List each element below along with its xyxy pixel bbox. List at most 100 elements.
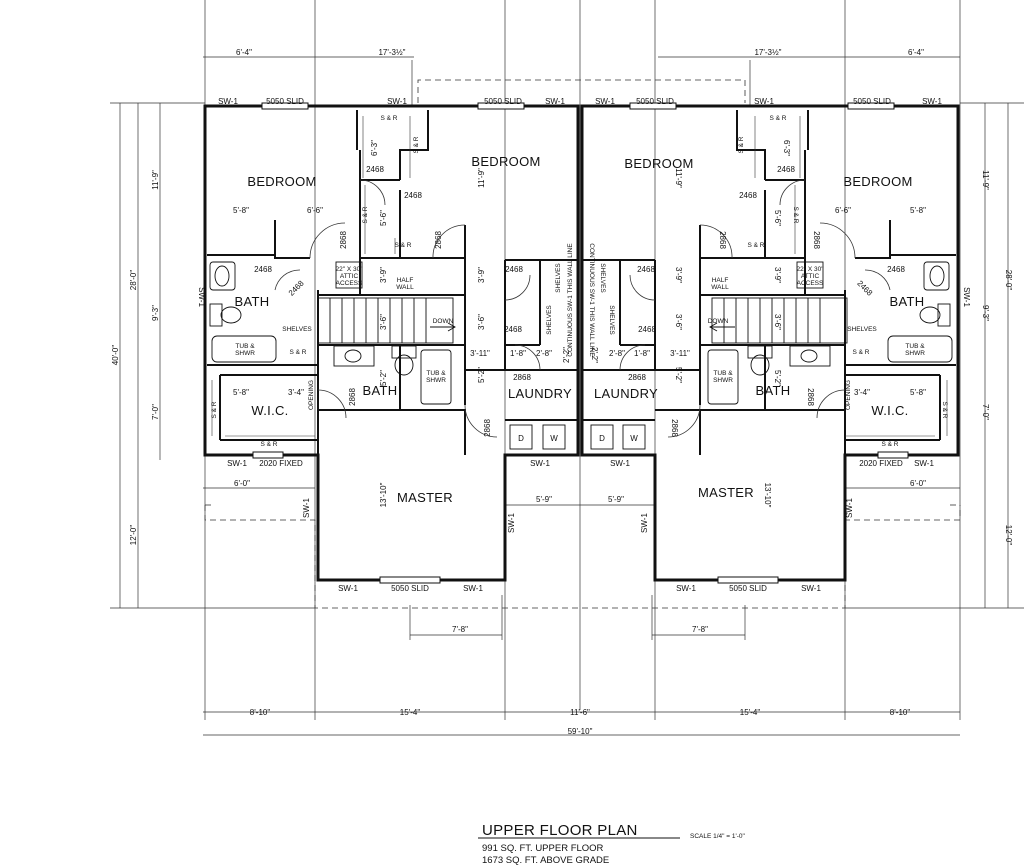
plan-scale: SCALE 1/4" = 1'-0"	[690, 833, 746, 840]
svg-text:S & R: S & R	[362, 206, 369, 223]
svg-text:5'-9": 5'-9"	[608, 495, 624, 504]
svg-text:3'-6": 3'-6"	[477, 314, 486, 330]
svg-text:5'-2": 5'-2"	[477, 367, 486, 383]
dimension-labels: 6'-4" 17'-3½" 17'-3½" 6'-4" 5'-8" 6'-6" …	[111, 48, 1013, 736]
svg-text:S & R: S & R	[381, 115, 398, 122]
svg-text:5'-8": 5'-8"	[233, 206, 249, 215]
svg-text:6'-3": 6'-3"	[370, 140, 379, 156]
svg-text:2868: 2868	[339, 231, 348, 249]
annotations: SW-1 5050 SLID SW-1 5050 SLID SW-1 SW-1 …	[197, 97, 971, 593]
svg-text:2468: 2468	[739, 191, 757, 200]
room-bedroom-3: BEDROOM	[624, 156, 693, 171]
svg-text:OPENING: OPENING	[845, 380, 852, 410]
svg-text:5'-6": 5'-6"	[773, 210, 782, 226]
svg-text:SHELVES: SHELVES	[282, 326, 312, 333]
svg-text:11'-9": 11'-9"	[981, 170, 990, 190]
svg-text:ACCESS: ACCESS	[797, 280, 824, 287]
svg-text:11'-9": 11'-9"	[674, 168, 683, 188]
svg-text:SW-1: SW-1	[463, 584, 483, 593]
interior-walls	[207, 110, 956, 455]
svg-text:7'-8": 7'-8"	[692, 625, 708, 634]
svg-text:15'-4": 15'-4"	[740, 708, 761, 717]
svg-text:5'-2": 5'-2"	[379, 370, 388, 386]
svg-text:SHWR: SHWR	[713, 377, 733, 384]
svg-text:2868: 2868	[670, 419, 679, 437]
svg-text:6'-6": 6'-6"	[307, 206, 323, 215]
svg-text:S & R: S & R	[413, 136, 420, 153]
room-wic-2: W.I.C.	[871, 403, 908, 418]
roof-outline	[204, 79, 961, 609]
svg-text:SW-1: SW-1	[595, 97, 615, 106]
svg-text:13'-10": 13'-10"	[763, 483, 772, 508]
svg-text:3'-6": 3'-6"	[773, 314, 782, 330]
svg-text:SW-1: SW-1	[507, 513, 516, 533]
room-bath-4: BATH	[756, 383, 791, 398]
svg-text:3'-6": 3'-6"	[674, 314, 683, 330]
svg-text:SW-1: SW-1	[387, 97, 407, 106]
svg-text:S & R: S & R	[738, 136, 745, 153]
room-bedroom-1: BEDROOM	[247, 174, 316, 189]
svg-text:3'-11": 3'-11"	[470, 349, 490, 358]
svg-text:59'-10": 59'-10"	[568, 727, 593, 736]
svg-text:2468: 2468	[504, 325, 522, 334]
svg-text:6'-0": 6'-0"	[910, 479, 926, 488]
svg-text:5'-9": 5'-9"	[536, 495, 552, 504]
svg-text:2468: 2468	[887, 265, 905, 274]
svg-text:5'-6": 5'-6"	[379, 210, 388, 226]
svg-text:6'-3": 6'-3"	[782, 140, 791, 156]
svg-text:8'-10": 8'-10"	[890, 708, 911, 717]
svg-text:2468: 2468	[777, 165, 795, 174]
svg-text:SW-1: SW-1	[218, 97, 238, 106]
svg-text:SW-1: SW-1	[227, 459, 247, 468]
svg-text:2020 FIXED: 2020 FIXED	[259, 459, 303, 468]
door-swings	[274, 179, 891, 438]
svg-text:6'-4": 6'-4"	[236, 48, 252, 57]
svg-text:2468: 2468	[637, 265, 655, 274]
svg-text:SW-1: SW-1	[914, 459, 934, 468]
svg-text:6'-0": 6'-0"	[234, 479, 250, 488]
room-wic-1: W.I.C.	[251, 403, 288, 418]
svg-text:SW-1: SW-1	[676, 584, 696, 593]
svg-text:6'-4": 6'-4"	[908, 48, 924, 57]
room-master-1: MASTER	[397, 490, 453, 505]
svg-text:15'-4": 15'-4"	[400, 708, 421, 717]
svg-text:TUB &: TUB &	[426, 370, 446, 377]
svg-text:2'-8": 2'-8"	[609, 349, 625, 358]
room-labels: BEDROOM BEDROOM BEDROOM BEDROOM BATH BAT…	[235, 154, 925, 505]
svg-text:11'-6": 11'-6"	[570, 708, 590, 717]
svg-text:2468: 2468	[366, 165, 384, 174]
svg-text:2468: 2468	[638, 325, 656, 334]
svg-text:3'-9": 3'-9"	[674, 267, 683, 283]
svg-text:S & R: S & R	[792, 207, 799, 224]
svg-text:17'-3½": 17'-3½"	[378, 48, 405, 57]
svg-text:SW-1: SW-1	[610, 459, 630, 468]
svg-text:SW-1: SW-1	[922, 97, 942, 106]
svg-text:11'-9": 11'-9"	[477, 168, 486, 188]
closet-shelves	[211, 116, 948, 437]
svg-text:7'-0": 7'-0"	[151, 404, 160, 420]
svg-text:SW-1: SW-1	[640, 513, 649, 533]
svg-text:5050 SLID: 5050 SLID	[729, 584, 767, 593]
svg-text:2'-2": 2'-2"	[562, 347, 571, 363]
svg-text:5'-2": 5'-2"	[773, 370, 782, 386]
svg-text:5050 SLID: 5050 SLID	[484, 97, 522, 106]
svg-text:2020 FIXED: 2020 FIXED	[859, 459, 903, 468]
svg-text:SW-1: SW-1	[845, 498, 854, 518]
svg-text:2868: 2868	[348, 388, 357, 406]
svg-text:ACCESS: ACCESS	[336, 280, 363, 287]
svg-text:S & R: S & R	[882, 441, 899, 448]
svg-text:W: W	[550, 434, 558, 443]
svg-text:SHELVES: SHELVES	[599, 263, 606, 293]
room-bath-1: BATH	[235, 294, 270, 309]
svg-text:22" X 30": 22" X 30"	[335, 266, 363, 273]
svg-text:SHELVES: SHELVES	[546, 305, 553, 335]
svg-text:2868: 2868	[806, 388, 815, 406]
svg-text:3'-9": 3'-9"	[477, 267, 486, 283]
svg-text:1'-8": 1'-8"	[510, 349, 526, 358]
svg-text:CONTINUOUS SW-1 THIS WALL LINE: CONTINUOUS SW-1 THIS WALL LINE	[567, 243, 574, 357]
svg-text:3'-9": 3'-9"	[379, 267, 388, 283]
svg-text:3'-6": 3'-6"	[379, 314, 388, 330]
svg-text:SW-1: SW-1	[545, 97, 565, 106]
svg-text:5'-8": 5'-8"	[910, 388, 926, 397]
